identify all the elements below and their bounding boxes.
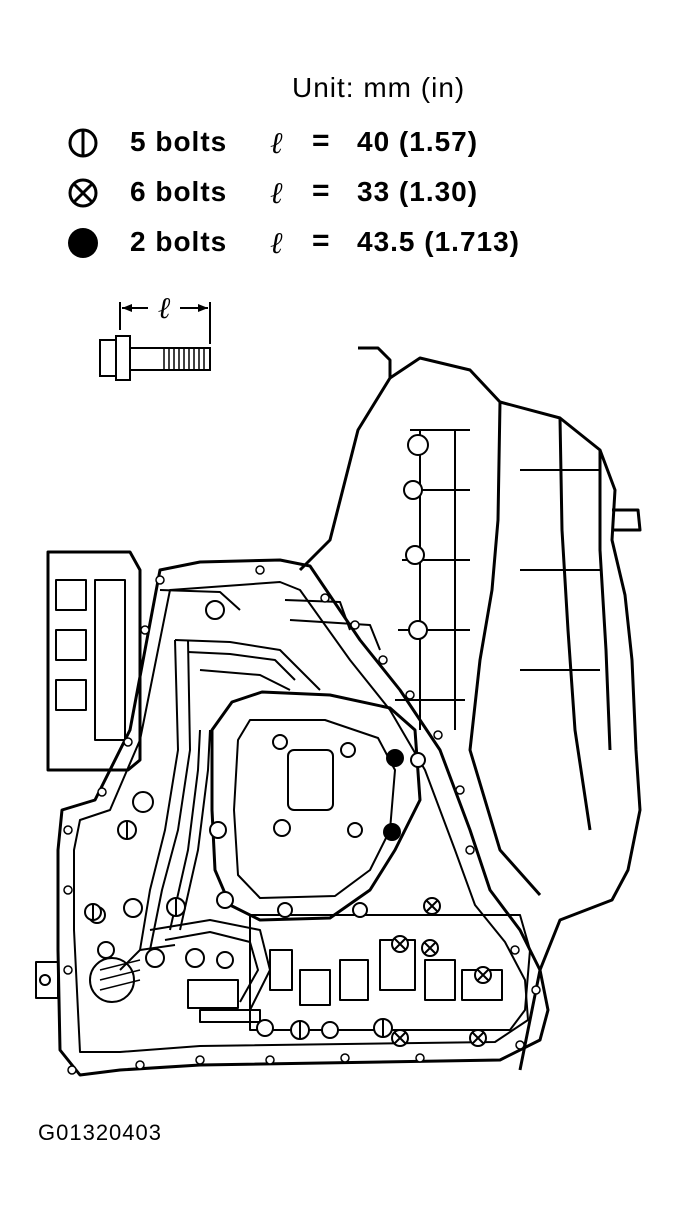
length-symbol: ℓ (270, 176, 283, 211)
valve-body-gasket-outline (56, 558, 550, 1077)
transaxle-case-outline (358, 346, 642, 1071)
equals-sign: = (312, 174, 330, 207)
length-symbol: ℓ (270, 226, 283, 261)
circle-with-vertical-bar-icon (68, 128, 98, 158)
legend-count: 2 bolts (130, 226, 228, 257)
length-symbol: ℓ (270, 126, 283, 161)
lower-valve-body (249, 914, 531, 1031)
legend-row-6-bolts: 6 bolts ℓ = 33 (1.30) (60, 174, 660, 214)
equals-sign: = (312, 124, 330, 157)
left-housing-outline (46, 550, 142, 772)
legend-row-2-bolts: 2 bolts ℓ = 43.5 (1.713) (60, 224, 660, 264)
filled-circle-icon (68, 228, 98, 258)
legend-count: 5 bolts (130, 126, 228, 157)
figure-code: G01320403 (38, 1120, 162, 1145)
legend-value: 33 (1.30) (357, 176, 479, 207)
bolt-length-symbol: ℓ (158, 292, 171, 326)
valve-cover-plate (210, 690, 422, 922)
unit-label: Unit: mm (in) (292, 72, 466, 103)
legend-row-5-bolts: 5 bolts ℓ = 40 (1.57) (60, 124, 660, 164)
circle-with-x-icon (68, 178, 98, 208)
transmission-valve-body-diagram (35, 346, 642, 1077)
equals-sign: = (312, 224, 330, 257)
legend-value: 43.5 (1.713) (357, 226, 520, 257)
bolt-length-diagram: ℓ (99, 292, 211, 381)
legend-value: 40 (1.57) (357, 126, 479, 157)
legend-count: 6 bolts (130, 176, 228, 207)
